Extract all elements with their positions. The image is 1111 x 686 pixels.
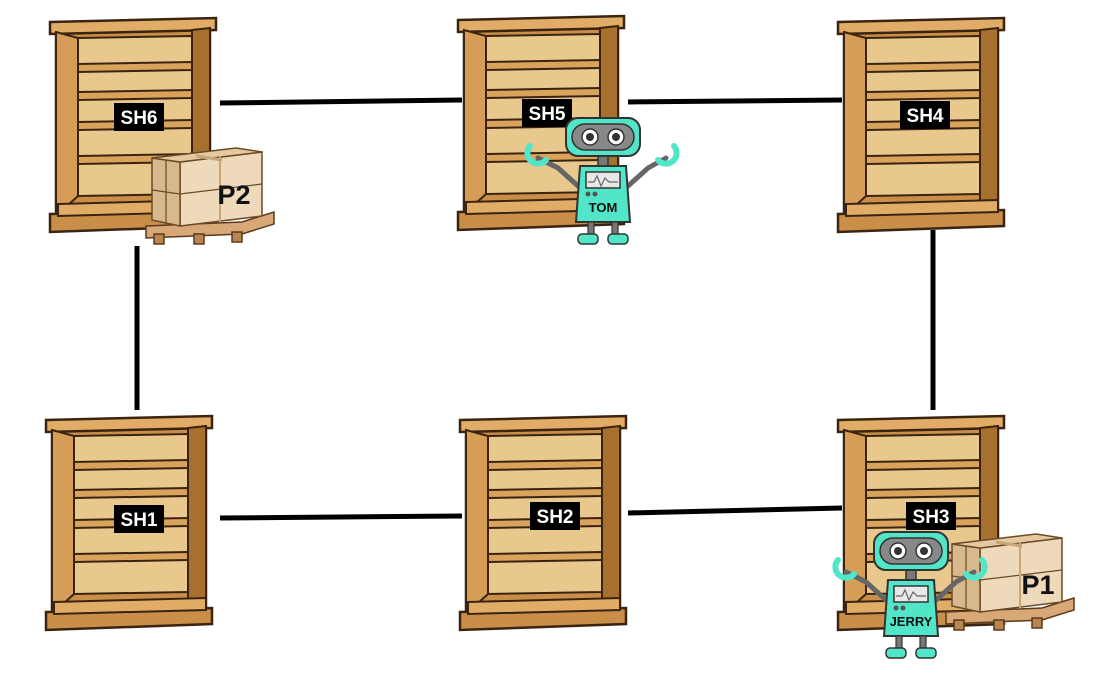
shelf-label-sh3: SH3 <box>906 502 956 530</box>
shelf-label-sh4: SH4 <box>900 101 950 129</box>
shelf-label-text-sh4: SH4 <box>907 106 944 127</box>
shelf-label-sh6: SH6 <box>114 103 164 131</box>
shelf-label-text-sh6: SH6 <box>121 108 158 129</box>
edge-sh1-sh2 <box>219 513 463 521</box>
edge-sh5-sh4 <box>627 97 843 105</box>
robot-jerry: JERRY <box>835 532 984 658</box>
shelf-label-text-sh3: SH3 <box>913 507 950 528</box>
package-p2: P2 <box>144 146 276 246</box>
shelf-label-sh5: SH5 <box>522 99 572 127</box>
shelf-label-text-sh1: SH1 <box>121 510 158 531</box>
shelf-label-text-sh2: SH2 <box>537 507 574 528</box>
robot-label-tom: TOM <box>589 200 618 215</box>
connections <box>134 97 936 521</box>
robot-tom: TOM <box>527 118 676 244</box>
shelf-label-sh2: SH2 <box>530 502 580 530</box>
robot-label-jerry: JERRY <box>890 614 933 629</box>
package-label-p2: P2 <box>217 180 250 210</box>
package-label-p1: P1 <box>1021 570 1054 600</box>
package-p1: P1 <box>944 532 1076 632</box>
shelf-label-sh1: SH1 <box>114 505 164 533</box>
edge-sh2-sh3 <box>627 505 843 516</box>
shelf-label-text-sh5: SH5 <box>529 104 566 125</box>
edge-sh6-sh5 <box>219 97 463 106</box>
